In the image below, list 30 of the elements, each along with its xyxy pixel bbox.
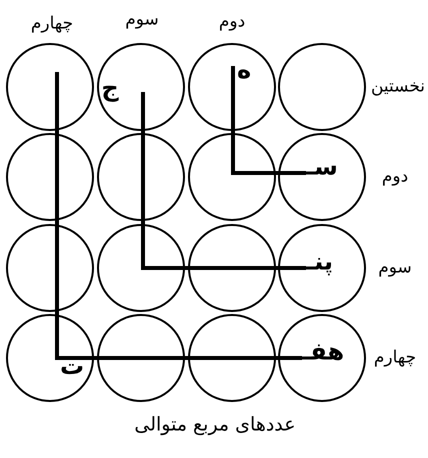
- circle: [188, 224, 276, 312]
- circle: [6, 133, 94, 221]
- circle: [6, 43, 94, 131]
- numeral-fragment: هفـ: [302, 339, 344, 364]
- circle: [278, 43, 366, 131]
- circle: [6, 224, 94, 312]
- ordinal-label: سوم: [378, 260, 412, 276]
- numeral-fragment: سـ: [306, 154, 338, 178]
- circle: [188, 314, 276, 402]
- ordinal-label: سوم: [125, 12, 159, 28]
- circle: [278, 224, 366, 312]
- circle: [278, 133, 366, 221]
- ordinal-label: چهارم: [30, 16, 74, 32]
- circle: [188, 43, 276, 131]
- circle: [278, 314, 366, 402]
- numeral-fragment: ت: [60, 354, 84, 378]
- circle: [97, 43, 185, 131]
- ordinal-label: چهارم: [374, 350, 416, 366]
- circle: [188, 133, 276, 221]
- circle: [97, 314, 185, 402]
- numeral-fragment: ه: [237, 58, 252, 82]
- caption: عددهای مربع متوالی: [134, 416, 296, 434]
- ordinal-label: نخستین: [370, 78, 426, 96]
- circle: [6, 314, 94, 402]
- ordinal-label: دوم: [382, 168, 408, 186]
- circle: [97, 224, 185, 312]
- numeral-fragment: پنـ: [306, 249, 334, 274]
- numeral-fragment: ج: [101, 76, 119, 100]
- circle: [97, 133, 185, 221]
- ordinal-label: دوم: [218, 14, 246, 30]
